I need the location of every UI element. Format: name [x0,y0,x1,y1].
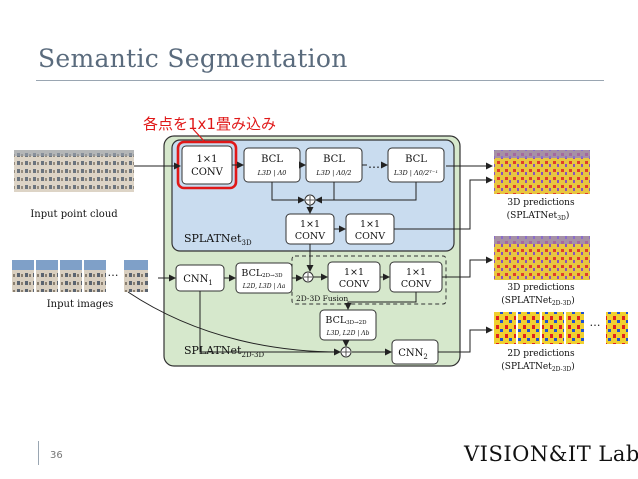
conv-first-block: 1×1 CONV [181,145,233,185]
svg-text:CONV: CONV [355,231,385,242]
title-divider [36,80,604,81]
input-images [12,260,148,292]
footer-divider [38,441,39,465]
svg-text:BCL: BCL [261,154,283,165]
input-images-label: Input images [47,299,114,310]
svg-text:BCL: BCL [323,154,345,165]
annotation-pointer [192,128,206,143]
bcl-block-1: BCL L3D | Λ0 [243,147,301,183]
cnn1-block: CNN1 [175,264,225,292]
annotation-text: 各点を1x1畳み込み [143,115,276,133]
output-3-line2: (SPLATNet2D-3D) [501,361,574,373]
images-ellipsis: … [108,266,119,279]
output-1-line1: 3D predictions [507,198,575,208]
svg-text:1×1: 1×1 [360,219,380,230]
svg-text:BCL2D→3D: BCL2D→3D [241,268,283,279]
svg-text:CONV: CONV [191,167,224,178]
bcl-block-2: BCL L3D | Λ0/2 [305,147,363,183]
output-3d-predictions-1 [494,150,590,194]
output-3d-predictions-2 [494,236,590,280]
svg-text:CNN2: CNN2 [398,348,428,361]
input-point-cloud-label: Input point cloud [30,209,118,220]
svg-text:1×1: 1×1 [196,154,217,165]
svg-text:L3D, L2D | Λb: L3D, L2D | Λb [326,330,370,337]
svg-text:BCL: BCL [405,154,427,165]
svg-text:CONV: CONV [295,231,325,242]
lab-logo: VISION&IT Lab [464,442,638,466]
conv-a-block: 1×1 CONV [285,213,335,245]
cnn2-block: CNN2 [391,339,439,365]
svg-text:CNN1: CNN1 [183,274,213,287]
conv-d-block: 1×1 CONV [389,261,443,293]
bcl-block-3: BCL L3D | Λ0/2ᵀ⁻¹ [387,147,445,183]
page-number: 36 [50,450,63,461]
input-point-cloud [14,150,134,192]
svg-text:L3D | Λ0/2: L3D | Λ0/2 [315,169,351,177]
splatnet-3d-label: SPLATNet3D [184,232,252,247]
svg-text:CONV: CONV [339,279,369,290]
bcl-ellipsis: … [368,157,380,171]
output-ellipsis: … [590,316,601,329]
svg-text:L2D, L3D | Λa: L2D, L3D | Λa [242,283,286,290]
svg-text:1×1: 1×1 [300,219,320,230]
svg-text:L3D | Λ0/2ᵀ⁻¹: L3D | Λ0/2ᵀ⁻¹ [393,169,438,177]
svg-text:BCL3D→2D: BCL3D→2D [325,315,367,326]
output-2-line1: 3D predictions [507,283,575,293]
conv-c-block: 1×1 CONV [327,261,381,293]
output-2-line2: (SPLATNet2D-3D) [501,295,574,307]
splatnet-2d3d-label: SPLATNet2D-3D [184,344,264,359]
bcl-2d-3d-block: BCL2D→3D L2D, L3D | Λa [235,262,293,294]
bcl-3d-2d-block: BCL3D→2D L3D, L2D | Λb [319,309,377,341]
svg-text:CONV: CONV [401,279,431,290]
connections [127,161,493,356]
svg-text:1×1: 1×1 [344,267,364,278]
slide-title: Semantic Segmentation [38,44,348,73]
svg-text:1×1: 1×1 [406,267,426,278]
fusion-label: 2D-3D Fusion [296,294,348,303]
output-2d-predictions [494,312,628,344]
conv-b-block: 1×1 CONV [345,213,395,245]
output-3-line1: 2D predictions [507,349,575,359]
output-1-line2: (SPLATNet3D) [507,210,570,222]
fusion-box [291,255,447,305]
svg-text:L3D | Λ0: L3D | Λ0 [257,169,287,177]
